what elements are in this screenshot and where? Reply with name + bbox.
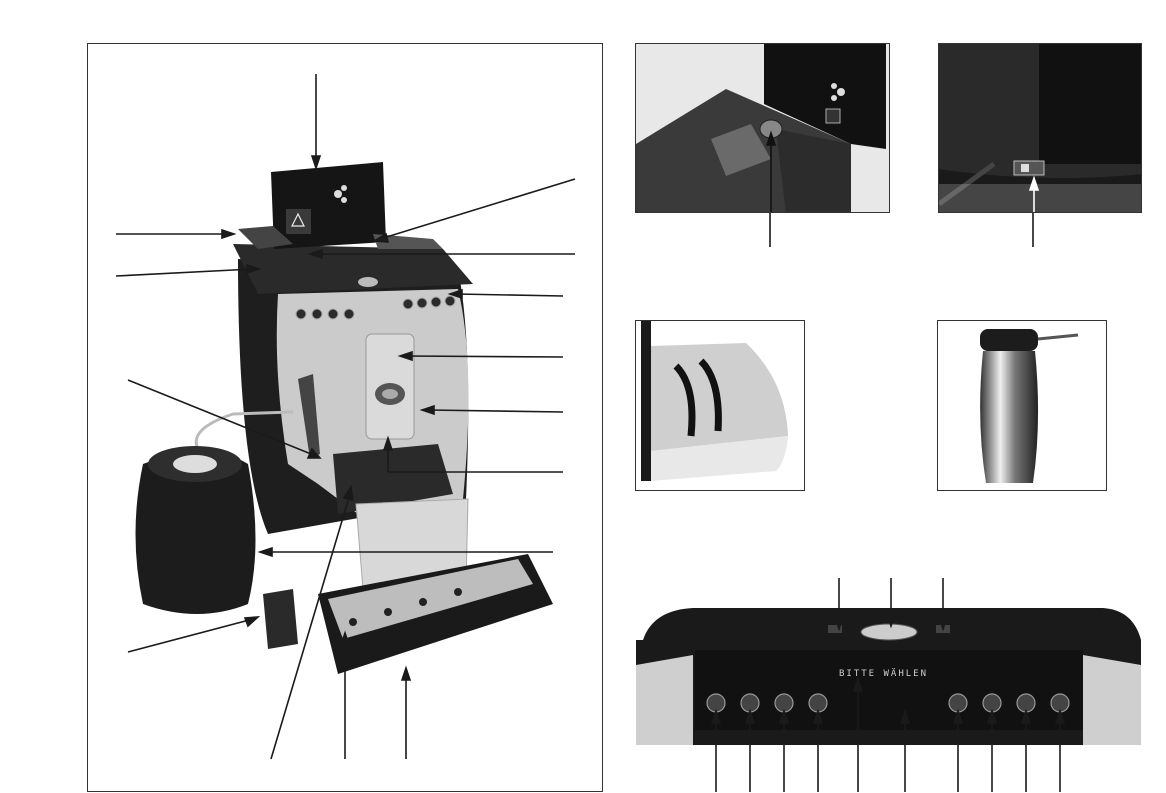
panel-buttons-right	[948, 693, 1070, 713]
lid-logo-dot	[334, 190, 342, 198]
hot-water-connector	[263, 589, 298, 649]
jug-tube	[1037, 333, 1079, 341]
funnel-area	[776, 129, 851, 212]
cover-slot-1	[673, 363, 696, 437]
jug-lid	[980, 329, 1038, 351]
control-panel-illustration: BITTE WÄHLEN	[636, 578, 1141, 792]
panel-face	[695, 650, 1083, 730]
drip-grid	[328, 559, 533, 639]
left-cover	[238, 226, 293, 249]
jug-body	[980, 351, 1039, 483]
switch-arrow-tail	[1032, 213, 1034, 247]
display-closeup-illustration	[636, 44, 889, 212]
milk-container	[135, 451, 256, 614]
panel-top-arrows	[833, 578, 949, 632]
callout-arrows	[115, 74, 576, 760]
display-arrow-tail	[769, 213, 771, 247]
panel-bottom-arrows	[710, 676, 1066, 792]
left-buttons	[295, 308, 355, 320]
main-machine-panel	[87, 43, 603, 792]
rotary-switch	[358, 277, 378, 287]
milk-tube	[194, 410, 294, 450]
milk-jug-illustration	[938, 321, 1106, 490]
rotary-dial	[860, 623, 918, 641]
cover-slot-2	[698, 358, 722, 432]
lcd-display-text: BITTE WÄHLEN	[839, 668, 928, 679]
lid-warning-label	[286, 209, 311, 234]
right-cover	[373, 234, 443, 249]
machine-top-plate	[233, 244, 473, 294]
display-closeup-panel	[635, 43, 890, 213]
cappuccino-frother	[298, 374, 320, 459]
cover-closeup-panel	[635, 320, 805, 491]
drip-area	[333, 444, 453, 514]
power-switch-panel	[938, 43, 1142, 213]
left-key	[828, 625, 842, 633]
cover-closeup-illustration	[636, 321, 804, 490]
coffee-machine-illustration	[115, 74, 576, 760]
filler-panel	[711, 124, 771, 176]
milk-jug-panel	[937, 320, 1107, 491]
right-buttons	[402, 295, 456, 310]
power-switch-illustration	[939, 44, 1141, 212]
display-lid	[271, 162, 386, 249]
open-lid	[764, 44, 886, 149]
warning-triangle-icon	[291, 212, 305, 227]
power-cable	[939, 161, 996, 207]
